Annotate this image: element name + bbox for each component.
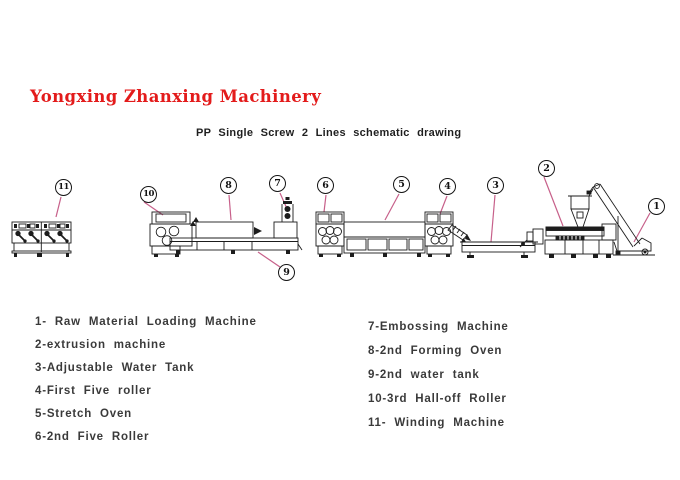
- callout-7: 7: [269, 175, 286, 192]
- second-five-roller-drawing: [315, 211, 345, 257]
- legend-item-10: 10-3rd Hall-off Roller: [368, 393, 507, 405]
- legend-item-5: 5-Stretch Oven: [35, 407, 133, 420]
- callout-3: 3: [487, 177, 504, 194]
- callout-4: 4: [439, 178, 456, 195]
- callout-9: 9: [278, 264, 295, 281]
- legend-item-11: 11- Winding Machine: [368, 417, 505, 429]
- legend-item-2: 2-extrusion machine: [35, 338, 167, 351]
- legend-right-column: 7-Embossing Machine 8-2nd Forming Oven 9…: [368, 315, 509, 435]
- callout-6: 6: [317, 177, 334, 194]
- legend-left-column: 1- Raw Material Loading Machine 2-extrus…: [35, 310, 257, 448]
- winding-machine-drawing: [11, 221, 72, 257]
- callout-5: 5: [393, 176, 410, 193]
- raw-material-loader-drawing: [586, 183, 655, 256]
- first-five-roller-drawing: [424, 211, 471, 257]
- legend-item-7: 7-Embossing Machine: [368, 321, 509, 333]
- legend-item-3: 3-Adjustable Water Tank: [35, 361, 195, 374]
- callout-1: 1: [648, 198, 665, 215]
- callout-8: 8: [220, 177, 237, 194]
- second-forming-oven-drawing: [190, 221, 262, 239]
- callout-2: 2: [538, 160, 555, 177]
- company-title: Yongxing Zhanxing Machinery: [30, 87, 322, 106]
- legend-item-6: 6-2nd Five Roller: [35, 430, 150, 443]
- legend-item-9: 9-2nd water tank: [368, 369, 480, 381]
- stretch-oven-drawing: [343, 221, 426, 257]
- callout-10: 10: [140, 186, 157, 203]
- legend-item-1: 1- Raw Material Loading Machine: [35, 315, 257, 328]
- legend-item-8: 8-2nd Forming Oven: [368, 345, 503, 357]
- legend-item-4: 4-First Five roller: [35, 384, 152, 397]
- extrusion-machine-drawing: [519, 188, 617, 258]
- hall-off-roller-drawing: [149, 211, 199, 257]
- callout-11: 11: [55, 179, 72, 196]
- embossing-machine-drawing: [273, 197, 298, 239]
- drawing-title: PP Single Screw 2 Lines schematic drawin…: [196, 127, 462, 139]
